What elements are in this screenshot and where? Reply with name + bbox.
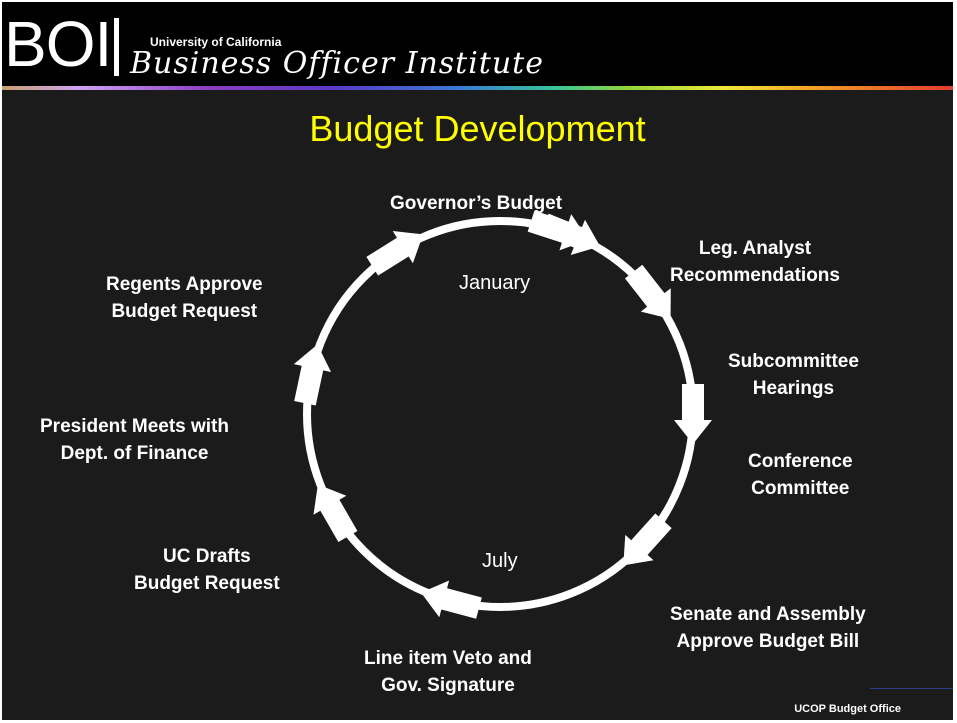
step-president-meets: President Meets with Dept. of Finance [40,416,229,464]
arrow-2 [624,264,671,319]
arrow-7 [293,344,332,406]
footer-text: UCOP Budget Office [794,703,901,715]
slide-title: Budget Development [309,108,646,149]
arrow-3 [674,384,712,444]
step-line-item-veto: Line item Veto and Gov. Signature [364,648,532,696]
arrow-8 [366,231,424,276]
month-january: January [459,272,531,294]
boi-logo: BOI [4,8,112,80]
footer-rule [870,688,953,689]
step-leg-analyst: Leg. Analyst Recommendations [670,238,840,286]
step-conference-committee: Conference Committee [748,451,853,499]
university-name: University of California [150,35,282,49]
step-senate-assembly: Senate and Assembly Approve Budget Bill [670,604,866,652]
step-governors-budget: Governor’s Budget [390,193,563,214]
arrow-9 [527,210,589,251]
arrow-4 [623,513,672,566]
month-july: July [482,550,518,572]
rainbow-stripe [2,86,953,90]
arrow-5 [421,580,482,619]
arrow-6 [313,484,358,542]
step-subcommittee-hearings: Subcommittee Hearings [728,351,859,399]
cycle-arrows [293,210,712,619]
step-uc-drafts: UC Drafts Budget Request [134,546,280,594]
header-bar: BOI University of California Business Of… [2,2,953,90]
step-regents-approve: Regents Approve Budget Request [106,274,263,322]
logo-divider [114,18,119,76]
institute-name: Business Officer Institute [130,46,544,81]
